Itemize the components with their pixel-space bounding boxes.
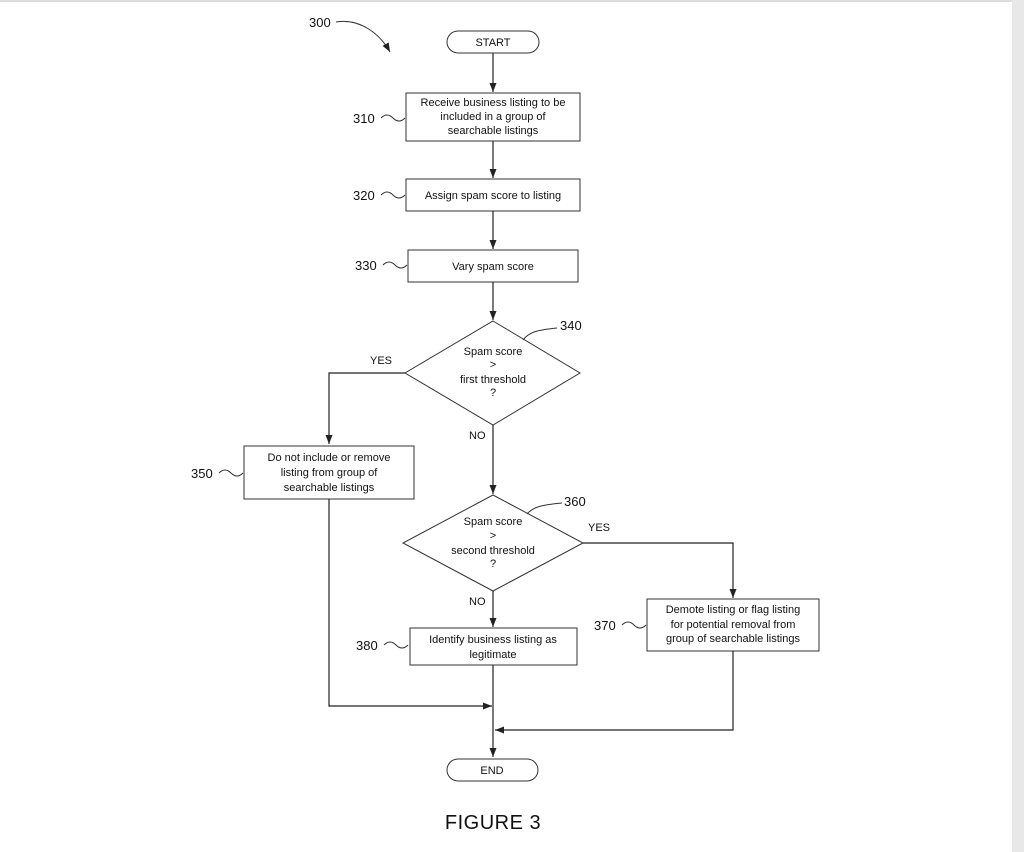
step-380-line-2: legitimate bbox=[469, 649, 516, 661]
decision-360-second-threshold: Spam score > second threshold ? bbox=[401, 494, 585, 592]
step-310-line-1: Receive business listing to be bbox=[421, 97, 566, 109]
step-370-line-3: group of searchable listings bbox=[666, 633, 800, 645]
edge-360-yes-label: YES bbox=[588, 522, 610, 534]
step-330-line-1: Vary spam score bbox=[452, 261, 534, 273]
edge-370-end bbox=[495, 651, 734, 734]
step-370-demote-listing: Demote listing or flag listing for poten… bbox=[646, 598, 820, 652]
ref-310: 310 bbox=[353, 111, 375, 126]
edge-360-no-label: NO bbox=[469, 596, 486, 608]
ref-310-leader bbox=[380, 114, 406, 122]
end-label: END bbox=[480, 765, 503, 777]
window-edge-strip bbox=[1012, 0, 1024, 852]
start-label: START bbox=[475, 37, 510, 49]
decision-360-line-2: > bbox=[490, 530, 496, 542]
decision-360-line-4: ? bbox=[490, 558, 496, 570]
ref-320: 320 bbox=[353, 188, 375, 203]
ref-380: 380 bbox=[356, 638, 378, 653]
figure-ref-arrow bbox=[335, 20, 391, 53]
decision-360-line-3: second threshold bbox=[451, 545, 535, 557]
step-310-line-3: searchable listings bbox=[448, 125, 539, 137]
decision-360-line-1: Spam score bbox=[464, 516, 523, 528]
edge-340-yes-label: YES bbox=[370, 355, 392, 367]
ref-350: 350 bbox=[191, 466, 213, 481]
decision-340-line-2: > bbox=[490, 359, 496, 371]
decision-340-line-1: Spam score bbox=[464, 346, 523, 358]
step-320-line-1: Assign spam score to listing bbox=[425, 190, 561, 202]
step-370-line-2: for potential removal from bbox=[671, 619, 796, 631]
decision-340-line-4: ? bbox=[490, 387, 496, 399]
step-350-line-2: listing from group of bbox=[281, 467, 379, 479]
edge-340-no-label: NO bbox=[469, 430, 486, 442]
ref-340: 340 bbox=[560, 318, 582, 333]
decision-340-first-threshold: Spam score > first threshold ? bbox=[404, 320, 581, 426]
step-350-line-3: searchable listings bbox=[284, 482, 375, 494]
figure-ref-300: 300 bbox=[309, 15, 331, 30]
end-terminal: END bbox=[446, 758, 539, 782]
ref-380-leader bbox=[383, 641, 409, 649]
step-380-line-1: Identify business listing as bbox=[429, 634, 557, 646]
edge-360-370 bbox=[583, 542, 737, 598]
step-350-remove-listing: Do not include or remove listing from gr… bbox=[243, 445, 415, 500]
edge-350-end bbox=[328, 499, 492, 710]
decision-340-line-3: first threshold bbox=[460, 374, 526, 386]
ref-370-leader bbox=[621, 621, 647, 629]
page-top-border bbox=[0, 0, 1012, 2]
ref-320-leader bbox=[380, 191, 406, 199]
ref-340-leader bbox=[522, 327, 558, 341]
ref-360-leader bbox=[526, 502, 563, 515]
ref-330: 330 bbox=[355, 258, 377, 273]
step-350-line-1: Do not include or remove bbox=[268, 452, 391, 464]
ref-360: 360 bbox=[564, 494, 586, 509]
step-330-vary-spam-score: Vary spam score bbox=[407, 249, 579, 283]
ref-350-leader bbox=[218, 469, 244, 477]
edge-340-350 bbox=[325, 372, 405, 444]
step-310-line-2: included in a group of bbox=[440, 111, 546, 123]
figure-caption: FIGURE 3 bbox=[445, 812, 541, 834]
start-terminal: START bbox=[446, 30, 540, 54]
step-310-receive-listing: Receive business listing to be included … bbox=[405, 92, 581, 142]
step-370-line-1: Demote listing or flag listing bbox=[666, 604, 801, 616]
ref-370: 370 bbox=[594, 618, 616, 633]
step-380-identify-legitimate: Identify business listing as legitimate bbox=[409, 627, 578, 666]
step-320-assign-spam-score: Assign spam score to listing bbox=[405, 178, 581, 212]
ref-330-leader bbox=[382, 261, 408, 269]
